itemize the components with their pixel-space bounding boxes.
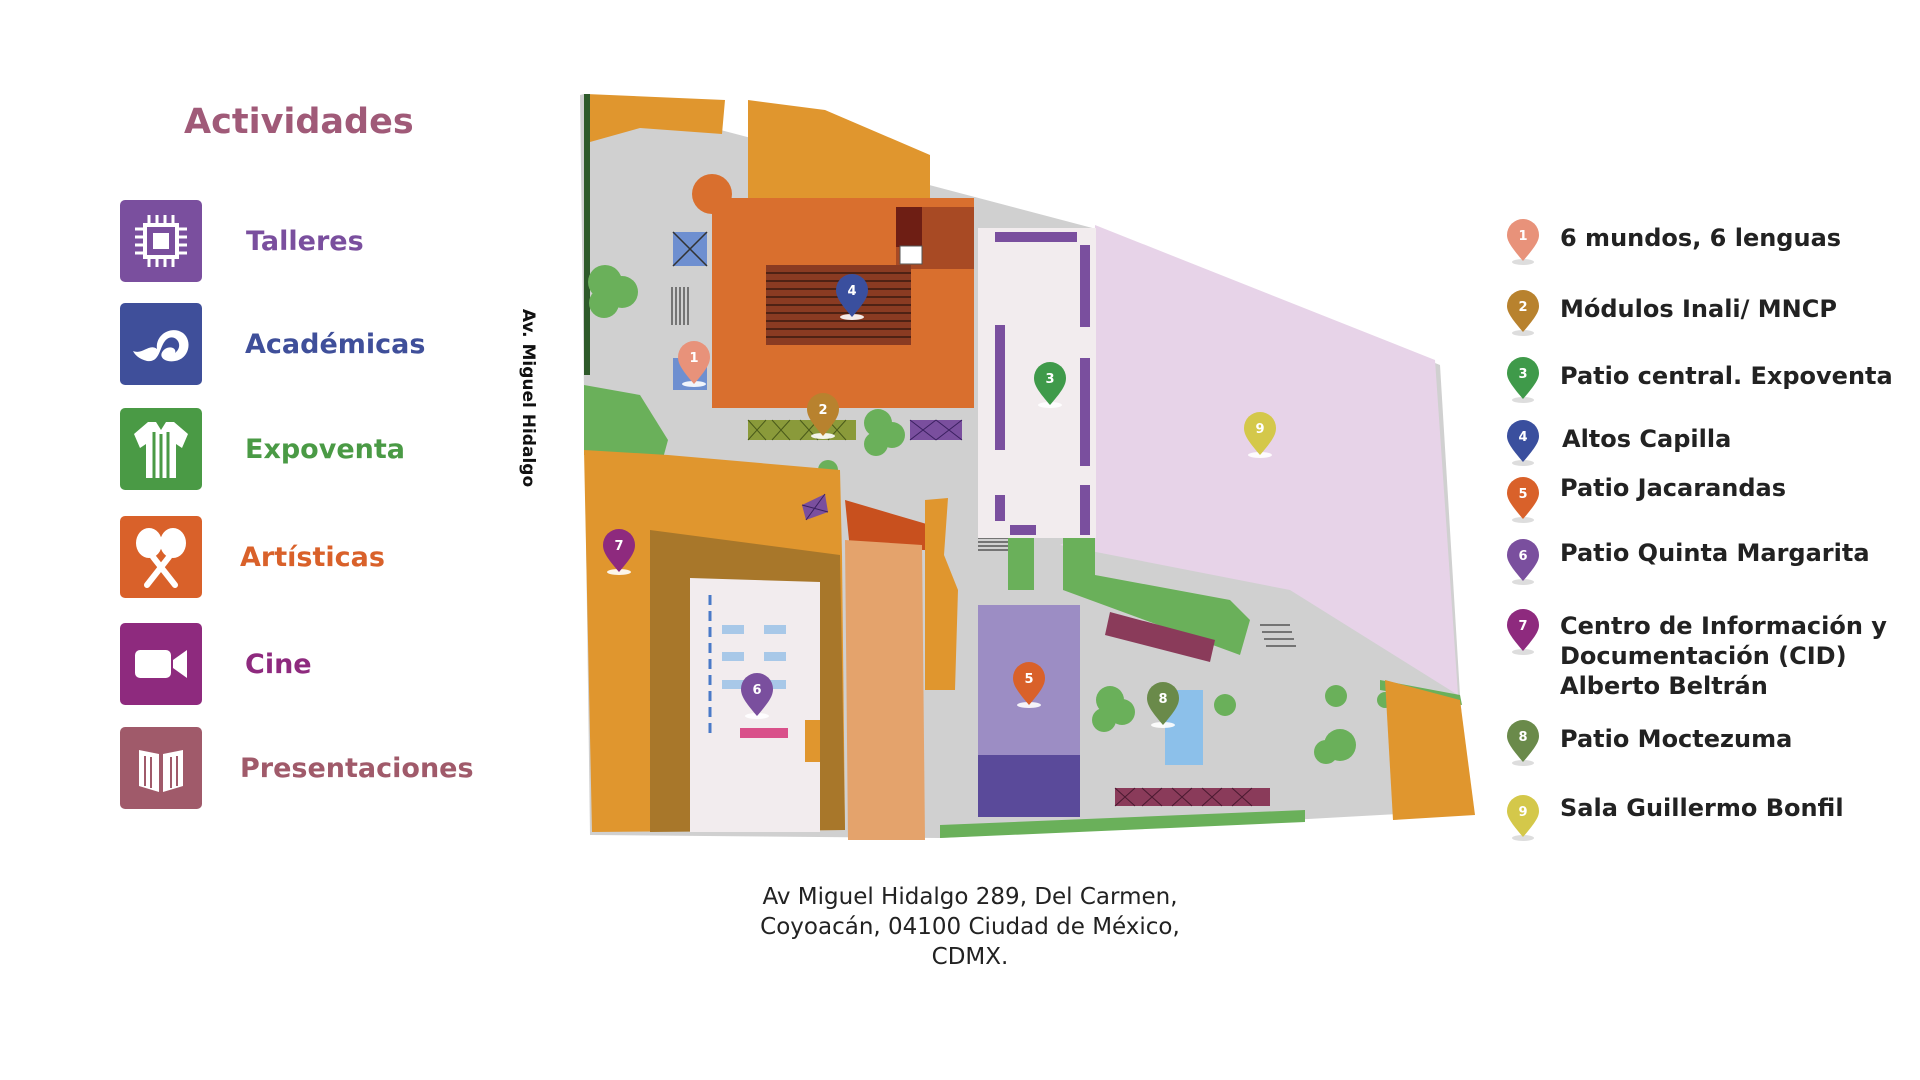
location-label: Módulos Inali/ MNCP [1560, 295, 1837, 323]
activity-talleres[interactable]: Talleres [120, 200, 364, 282]
building-block [586, 94, 725, 142]
svg-text:6: 6 [752, 683, 761, 698]
legend-title: Actividades [184, 102, 414, 142]
location-label: Patio Moctezuma [1560, 725, 1793, 753]
svg-text:6: 6 [1518, 549, 1527, 564]
activity-artisticas[interactable]: Artísticas [120, 516, 385, 598]
wave-icon [120, 303, 202, 385]
patio-tables [722, 625, 786, 689]
address-line: CDMX. [931, 944, 1009, 970]
map-pin-8: 8 [1147, 682, 1179, 728]
location-pin-icon: 6 [1507, 539, 1539, 585]
map-pin-3: 3 [1034, 362, 1066, 408]
address-line: Coyoacán, 04100 Ciudad de México, [760, 914, 1180, 940]
location-label: Centro de Información y Documentación (C… [1560, 612, 1887, 700]
svg-text:3: 3 [1518, 367, 1527, 382]
location-pin-icon: 4 [1507, 420, 1539, 466]
svg-text:4: 4 [847, 284, 856, 299]
location-label: Altos Capilla [1562, 425, 1732, 453]
workshop-icon [120, 200, 202, 282]
activity-label: Talleres [246, 225, 364, 257]
map-pin-7: 7 [603, 529, 635, 575]
building-block [748, 100, 930, 210]
map-pin-4: 4 [836, 274, 868, 320]
activity-cine[interactable]: Cine [120, 623, 312, 705]
moctezuma-stands [1105, 612, 1296, 807]
garden [584, 385, 668, 462]
chapel-seating [766, 265, 911, 345]
corridor [845, 540, 925, 840]
location-label: Patio Quinta Margarita [1560, 539, 1870, 567]
location-label: Sala Guillermo Bonfil [1560, 794, 1844, 822]
activity-expoventa[interactable]: Expoventa [120, 408, 405, 490]
svg-text:7: 7 [1518, 619, 1527, 634]
location-label: Patio Jacarandas [1560, 474, 1787, 502]
location-pin-icon: 2 [1507, 290, 1539, 336]
address-line: Av Miguel Hidalgo 289, Del Carmen, [762, 884, 1178, 910]
expoventa-stands [995, 232, 1090, 535]
activity-label: Académicas [245, 328, 426, 360]
svg-text:5: 5 [1518, 487, 1527, 502]
location-pin-icon: 5 [1507, 477, 1539, 523]
activity-presentaciones[interactable]: Presentaciones [120, 727, 474, 809]
svg-text:8: 8 [1158, 692, 1167, 707]
location-pin-icon: 1 [1507, 219, 1539, 265]
street-label: Av. Miguel Hidalgo [518, 308, 538, 488]
building-block [1385, 680, 1475, 820]
svg-text:5: 5 [1024, 672, 1033, 687]
activity-label: Artísticas [240, 541, 385, 573]
address: Av Miguel Hidalgo 289, Del Carmen, Coyoa… [720, 882, 1220, 972]
svg-text:7: 7 [614, 539, 623, 554]
map-pin-9: 9 [1244, 412, 1276, 458]
svg-text:1: 1 [689, 351, 698, 366]
book-icon [120, 727, 202, 809]
location-pin-icon: 9 [1507, 795, 1539, 841]
inali-modules [747, 419, 963, 441]
svg-text:4: 4 [1518, 430, 1527, 445]
location-pin-icon: 8 [1507, 720, 1539, 766]
garment-icon [120, 408, 202, 490]
map-pin-1: 1 [678, 341, 710, 387]
activity-label: Expoventa [245, 433, 405, 465]
svg-text:1: 1 [1518, 229, 1527, 244]
activity-label: Presentaciones [240, 752, 474, 784]
map-pin-2: 2 [807, 393, 839, 439]
location-pin-icon: 3 [1507, 357, 1539, 403]
location-label: 6 mundos, 6 lenguas [1560, 224, 1842, 252]
svg-text:2: 2 [818, 403, 827, 418]
trees [588, 265, 1393, 764]
video-camera-icon [120, 623, 202, 705]
maracas-icon [120, 516, 202, 598]
garden-strip [1063, 538, 1250, 655]
svg-text:9: 9 [1518, 805, 1527, 820]
sala-guillermo-bonfil-area [1060, 225, 1458, 695]
svg-text:2: 2 [1518, 300, 1527, 315]
location-pin-icon: 7 [1507, 609, 1539, 655]
map-pin-6: 6 [741, 673, 773, 719]
chapel-tower [896, 207, 922, 247]
map-pin-5: 5 [1013, 662, 1045, 708]
svg-text:3: 3 [1045, 372, 1054, 387]
location-label: Patio central. Expoventa [1560, 362, 1893, 390]
svg-text:8: 8 [1518, 730, 1527, 745]
svg-text:9: 9 [1255, 422, 1264, 437]
activity-label: Cine [245, 648, 312, 680]
activity-academicas[interactable]: Académicas [120, 303, 425, 385]
